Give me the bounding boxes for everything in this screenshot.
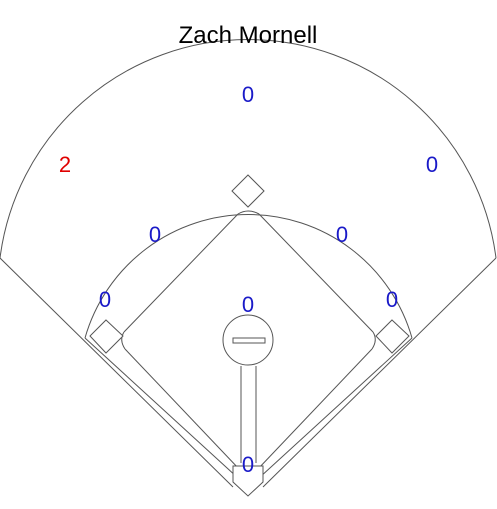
first-base bbox=[375, 319, 410, 354]
pitchers-rubber bbox=[232, 337, 266, 344]
basepath-home-to-third bbox=[124, 348, 241, 471]
zone-count-second-base: 0 bbox=[336, 222, 348, 247]
zone-count-catcher: 0 bbox=[242, 452, 254, 477]
right-field-foul-line bbox=[262, 257, 497, 488]
home-plate bbox=[232, 465, 264, 497]
outfield-fence bbox=[0, 39, 497, 259]
left-infield-edge bbox=[84, 337, 239, 479]
basepath-home-to-first bbox=[256, 348, 373, 471]
zone-count-shortstop: 0 bbox=[149, 222, 161, 247]
third-base bbox=[89, 319, 124, 354]
basepath-second-to-first bbox=[258, 213, 374, 333]
basepath-third-to-second bbox=[123, 213, 239, 333]
zone-count-right-field: 0 bbox=[426, 152, 438, 177]
player-name: Zach Mornell bbox=[179, 22, 318, 49]
second-base bbox=[231, 174, 265, 208]
second-base-cutout bbox=[237, 210, 260, 215]
zone-count-first-base: 0 bbox=[386, 287, 398, 312]
right-infield-edge bbox=[258, 337, 413, 479]
infield-arc bbox=[84, 214, 413, 339]
zone-count-center-field: 0 bbox=[242, 82, 254, 107]
zone-count-pitcher: 0 bbox=[242, 292, 254, 317]
left-field-foul-line bbox=[0, 257, 234, 488]
zone-count-left-field: 2 bbox=[59, 152, 71, 177]
third-base-cutout bbox=[121, 331, 126, 350]
first-base-cutout bbox=[371, 331, 376, 350]
zone-count-third-base: 0 bbox=[99, 287, 111, 312]
